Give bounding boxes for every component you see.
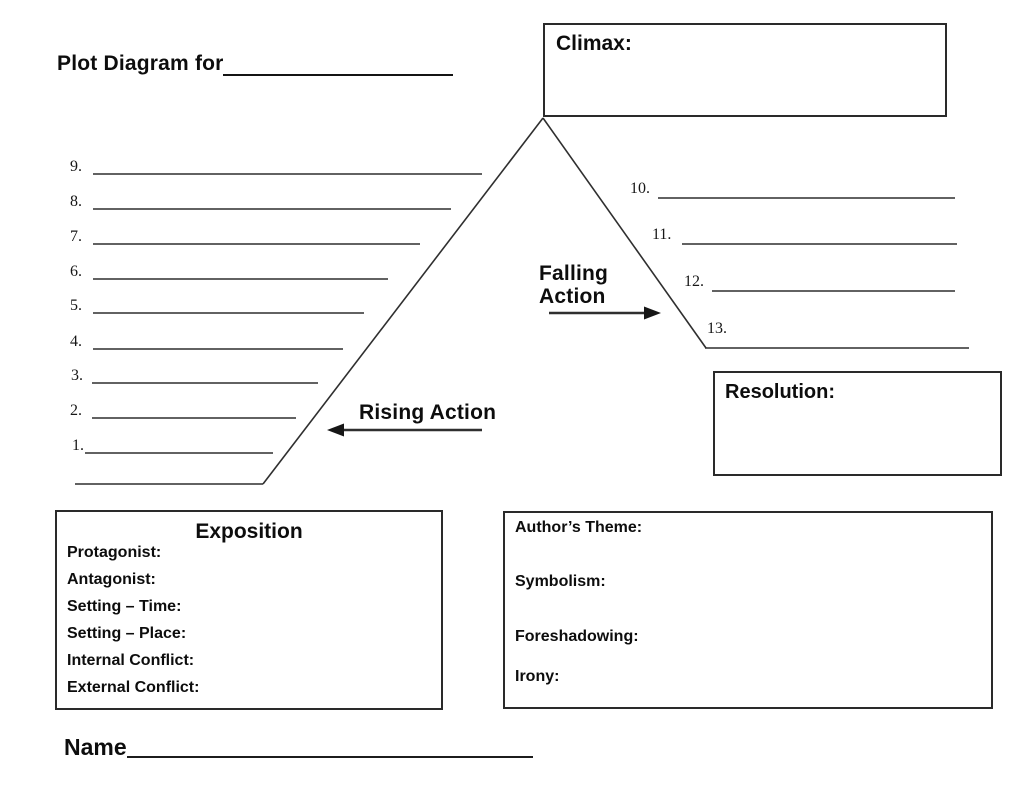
- rising-action-arrow: [327, 423, 482, 437]
- step-number-12: 12.: [684, 273, 704, 290]
- exposition-box: Exposition Protagonist: Antagonist: Sett…: [55, 510, 443, 710]
- page-title: Plot Diagram for: [57, 52, 224, 75]
- falling-action-line: [542, 117, 707, 349]
- name-label: Name: [64, 734, 127, 760]
- step-number-2: 2.: [70, 402, 82, 419]
- resolution-label: Resolution:: [725, 381, 835, 403]
- rising-action-label: Rising Action: [359, 401, 497, 424]
- step-number-3: 3.: [71, 367, 83, 384]
- exposition-field-internal-conflict: Internal Conflict:: [67, 652, 195, 669]
- exposition-field-antagonist: Antagonist:: [67, 571, 156, 588]
- theme-field-irony: Irony:: [515, 668, 560, 685]
- climax-label: Climax:: [556, 32, 632, 55]
- theme-field-foreshadowing: Foreshadowing:: [515, 628, 639, 645]
- exposition-field-setting-place: Setting – Place:: [67, 625, 187, 642]
- rising-action-line: [262, 117, 544, 485]
- step-number-6: 6.: [70, 263, 82, 280]
- theme-field-symbolism: Symbolism:: [515, 573, 606, 590]
- title-blank-line: [223, 74, 453, 76]
- exposition-field-setting-time: Setting – Time:: [67, 598, 182, 615]
- climax-box: Climax:: [543, 23, 947, 117]
- exposition-title: Exposition: [195, 520, 303, 543]
- resolution-box: Resolution:: [713, 371, 1002, 476]
- step-number-13: 13.: [707, 320, 727, 337]
- exposition-field-external-conflict: External Conflict:: [67, 679, 200, 696]
- theme-box: Author’s Theme: Symbolism: Foreshadowing…: [503, 511, 993, 709]
- step-number-10: 10.: [630, 180, 650, 197]
- step-number-7: 7.: [70, 228, 82, 245]
- exposition-field-protagonist: Protagonist:: [67, 544, 162, 561]
- theme-field-authors-theme: Author’s Theme:: [515, 519, 643, 536]
- step-number-9: 9.: [70, 158, 82, 175]
- step-number-11: 11.: [652, 226, 672, 243]
- falling-action-arrow: [549, 306, 661, 320]
- step-number-8: 8.: [70, 193, 82, 210]
- step-number-1: 1.: [72, 437, 84, 454]
- name-blank-line: [127, 756, 533, 758]
- falling-action-label: Falling Action: [539, 262, 609, 309]
- step-number-5: 5.: [70, 297, 82, 314]
- step-number-4: 4.: [70, 333, 82, 350]
